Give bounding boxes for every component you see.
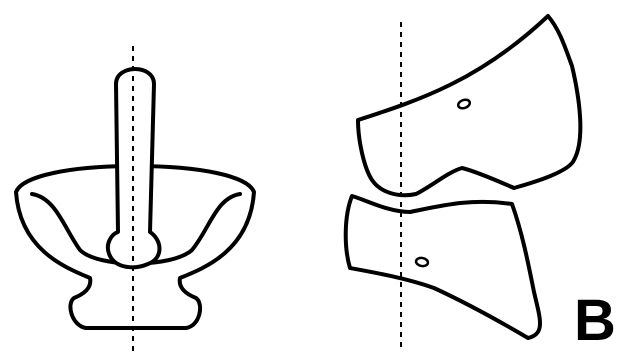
lower-bone-outline [346, 196, 540, 338]
mortar-and-pestle-illustration [16, 46, 254, 352]
lower-bone-hole [415, 257, 428, 267]
joint-illustration [346, 16, 581, 352]
panel-label: B [574, 288, 616, 353]
